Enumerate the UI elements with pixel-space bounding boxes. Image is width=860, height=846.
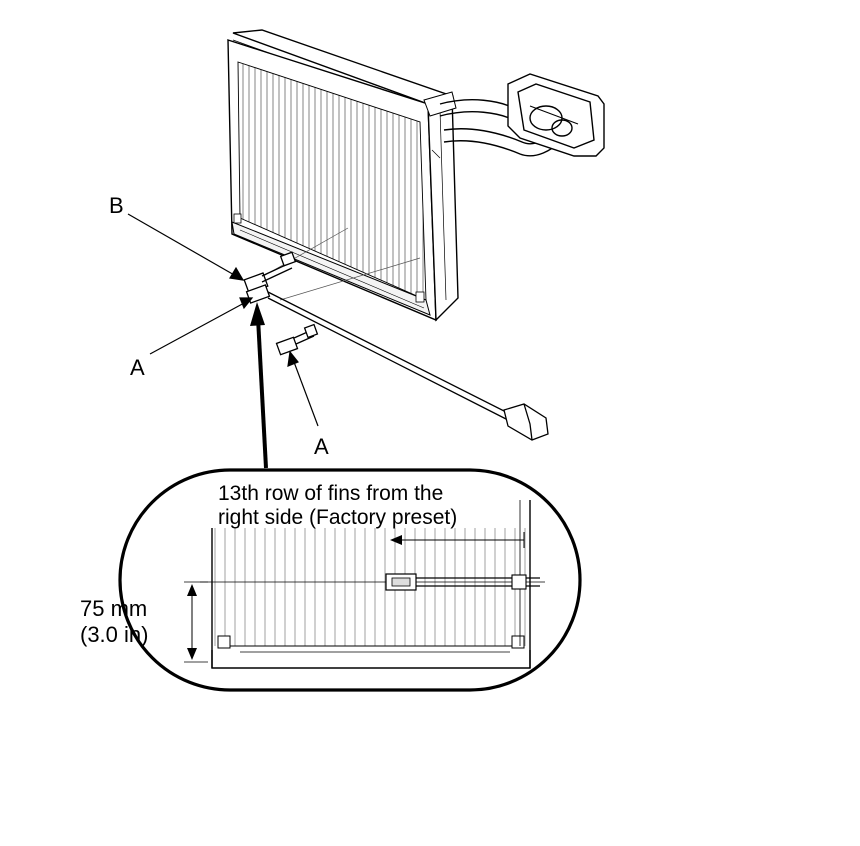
sensor-harness: [243, 251, 549, 441]
dimension-label-mm: 75 mm: [80, 596, 147, 621]
detail-caption-line2: right side (Factory preset): [218, 506, 457, 529]
evaporator-core: [227, 29, 459, 322]
dimension-label-in: (3.0 in): [80, 622, 148, 647]
refrigerant-pipes: [439, 73, 605, 157]
callout-label-a-right: A: [314, 434, 329, 459]
detail-view: [118, 468, 582, 692]
callout-label-b: B: [109, 193, 124, 218]
callout-leaders: [127, 213, 319, 427]
detail-arrow: [250, 302, 268, 469]
detail-caption-line1: 13th row of fins from the: [218, 482, 443, 505]
callout-label-a-left: A: [130, 355, 145, 380]
